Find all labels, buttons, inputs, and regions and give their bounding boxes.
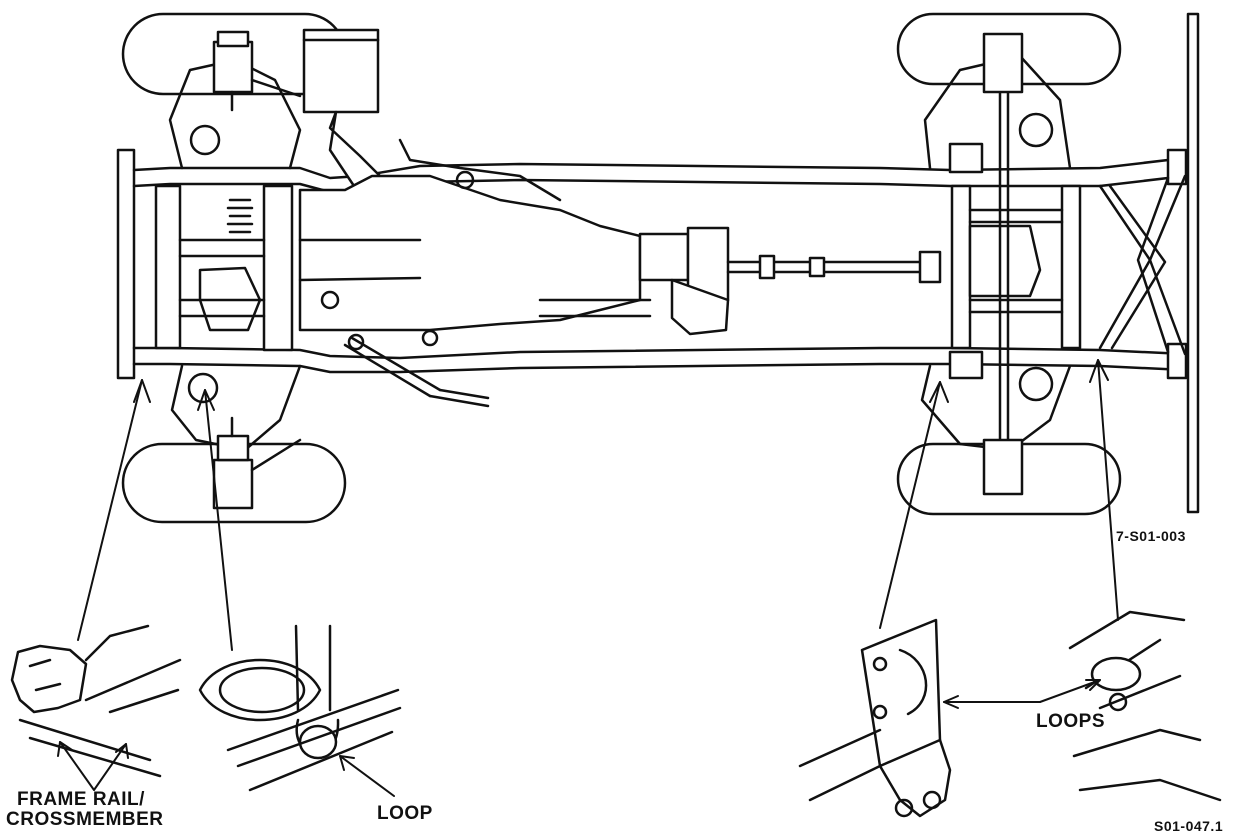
leader-frame-rail	[77, 379, 143, 641]
driveshaft	[726, 250, 942, 284]
loops-label: LOOPS	[1036, 711, 1106, 732]
leader-loop-rear-left	[879, 381, 941, 629]
rear-bumper	[1186, 12, 1200, 514]
leader-loop-rear-right	[1097, 359, 1119, 621]
detail-frame-rail-crossmember	[10, 624, 182, 791]
rear-axle	[920, 32, 1082, 496]
front-crossmembers	[154, 184, 294, 352]
front-crossmember-plate	[116, 148, 136, 380]
detail-loops-rear	[798, 610, 1222, 818]
leader-loop-front	[204, 389, 233, 651]
frame-rail-label-line1: FRAME RAIL/	[17, 789, 145, 810]
figure-ref-bottom: S01-047.1	[1154, 818, 1224, 834]
detail-loop-front	[198, 624, 402, 797]
engine-transmission	[298, 170, 730, 347]
frame-rail-label-line2: CROSSMEMBER	[6, 809, 164, 830]
figure-ref-top: 7-S01-003	[1116, 528, 1186, 544]
brake-line	[398, 138, 562, 202]
steering-linkage	[343, 333, 490, 408]
callout-leaders	[77, 359, 1119, 651]
front-suspension	[168, 30, 302, 510]
loop-label: LOOP	[377, 803, 433, 824]
